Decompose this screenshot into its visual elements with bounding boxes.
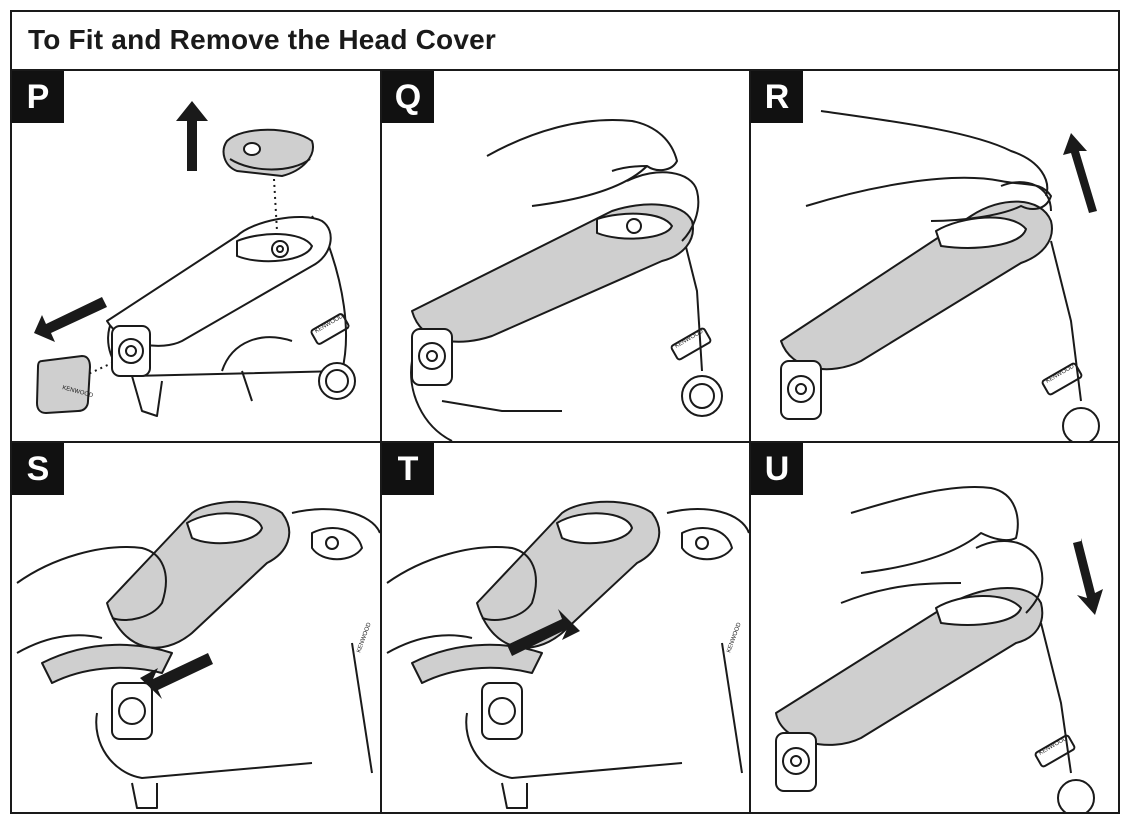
page-title: To Fit and Remove the Head Cover: [28, 24, 496, 55]
head-brand-text-t: KENWOOD: [726, 621, 743, 653]
step-illustration-p: KENWOOD KENWOOD: [34, 101, 356, 417]
step-panel-p: P: [12, 71, 380, 441]
step-letter-q: Q: [382, 71, 434, 123]
step-panel-r: R: [751, 71, 1118, 441]
step-illustration-r: KENWOOD: [780, 110, 1100, 441]
step-illustration-q: KENWOOD: [410, 119, 723, 441]
step-letter-t: T: [382, 443, 434, 495]
step-panel-t: T: [382, 443, 749, 812]
title-bar: To Fit and Remove the Head Cover: [12, 12, 1118, 71]
head-brand-text-r: KENWOOD: [1045, 363, 1076, 384]
step-letter-s: S: [12, 443, 64, 495]
step-letter-r: R: [751, 71, 803, 123]
instruction-sheet: To Fit and Remove the Head Cover P: [10, 10, 1120, 814]
step-illustration-u: KENWOOD: [775, 486, 1103, 812]
divider-h: [12, 441, 1118, 443]
step-letter-p: P: [12, 71, 64, 123]
step-illustration-t: KENWOOD: [386, 500, 749, 809]
head-brand-text-u: KENWOOD: [1038, 735, 1069, 756]
step-panel-u: U: [751, 443, 1118, 812]
head-brand-text-s: KENWOOD: [356, 621, 373, 653]
step-panel-s: S: [12, 443, 380, 812]
step-panel-q: Q: [382, 71, 749, 441]
step-grid: P: [12, 71, 1118, 812]
step-illustration-s: KENWOOD: [16, 500, 380, 809]
step-letter-u: U: [751, 443, 803, 495]
